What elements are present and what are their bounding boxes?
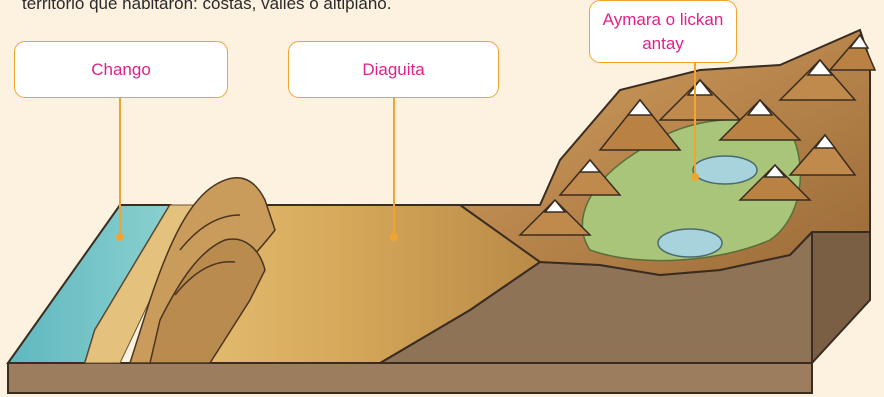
label-chango: Chango (14, 41, 228, 98)
coastal-range (128, 177, 276, 364)
lake-lower (657, 228, 723, 258)
snow-peaks (518, 33, 877, 236)
lake-upper (692, 155, 758, 185)
intro-text: territorio que habitaron: costas, valles… (22, 0, 392, 13)
block-side-face (811, 231, 871, 366)
block-front-face (7, 362, 813, 394)
label-connectors (116, 63, 699, 241)
label-diaguita: Diaguita (288, 41, 499, 98)
label-aymara: Aymara o lickan antay (589, 0, 737, 63)
